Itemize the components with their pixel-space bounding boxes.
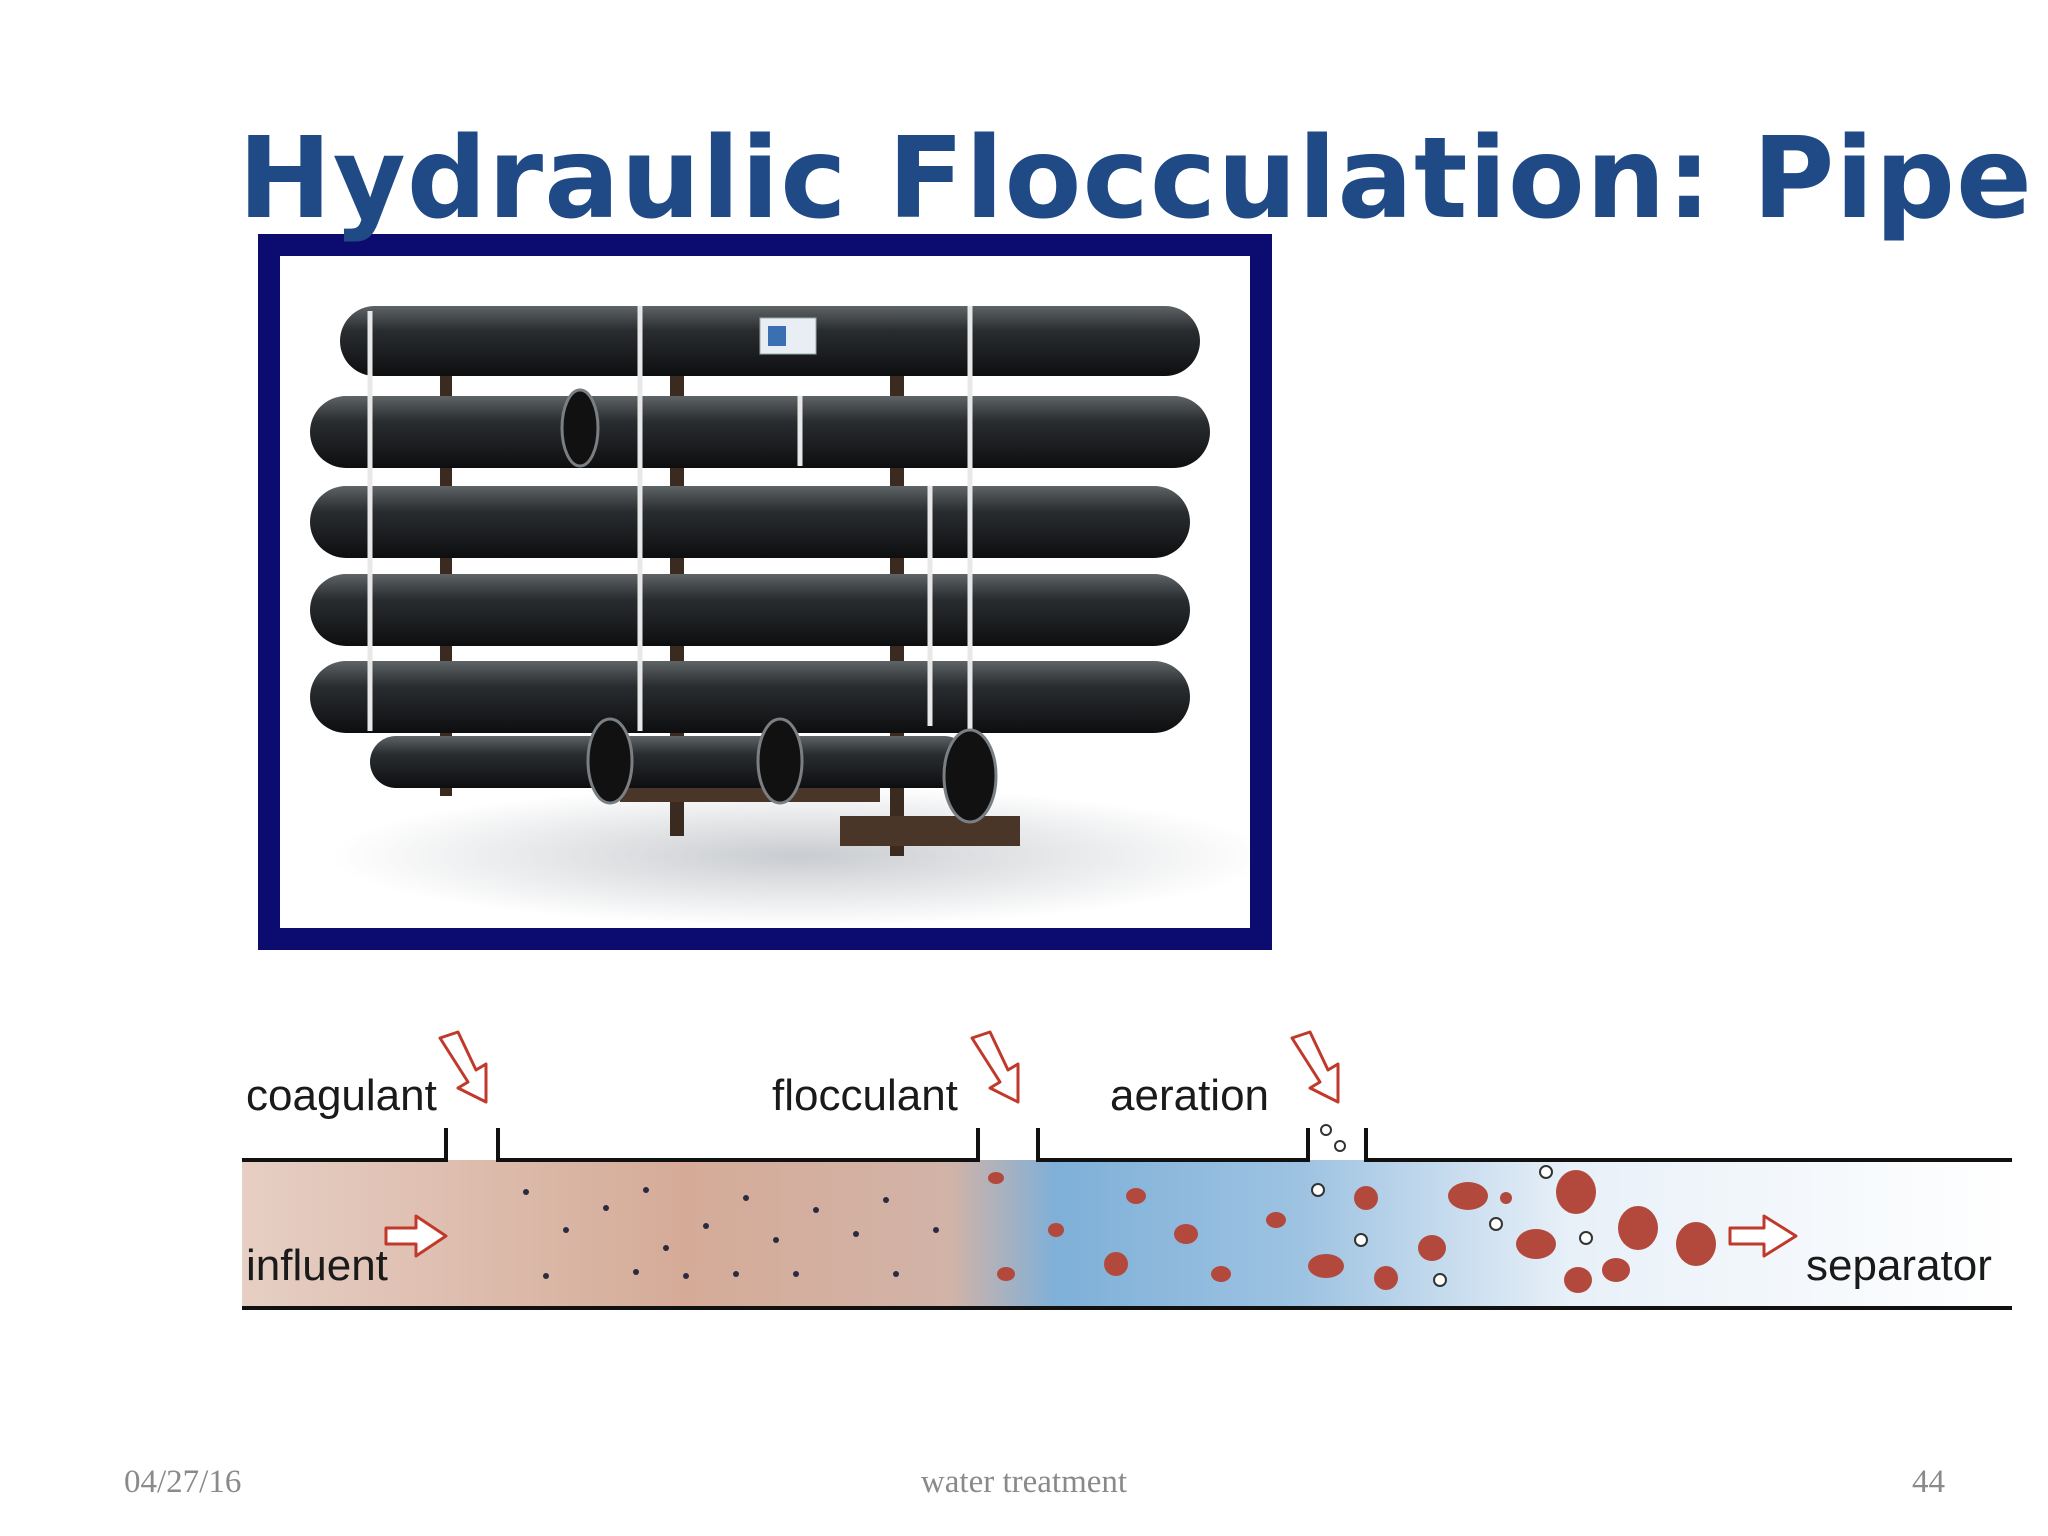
pipe-flocculator-photo: [280, 256, 1250, 928]
influent-flow-arrow-icon: [384, 1214, 448, 1258]
separator-label: separator: [1806, 1241, 1992, 1290]
footer-title: water treatment: [920, 1464, 1128, 1500]
aeration-label: aeration: [1110, 1071, 1269, 1120]
footer-page-number: 44: [1912, 1464, 1945, 1500]
slide-title: Hydraulic Flocculation: Pipe: [238, 114, 2033, 244]
pipe-flocculator-photo-frame: [258, 234, 1272, 950]
separator-flow-arrow-icon: [1728, 1214, 1798, 1258]
flocculant-arrow-icon: [970, 1030, 1020, 1104]
aeration-arrow-icon: [1290, 1030, 1340, 1104]
flocculation-process-diagram: coagulant flocculant aeration influent s…: [242, 1030, 2012, 1310]
flocculant-label: flocculant: [772, 1071, 958, 1120]
coagulant-arrow-icon: [438, 1030, 488, 1104]
footer-date: 04/27/16: [124, 1464, 242, 1500]
coagulant-label: coagulant: [246, 1071, 437, 1120]
influent-label: influent: [246, 1241, 388, 1290]
flow-channel: [242, 1160, 2012, 1308]
